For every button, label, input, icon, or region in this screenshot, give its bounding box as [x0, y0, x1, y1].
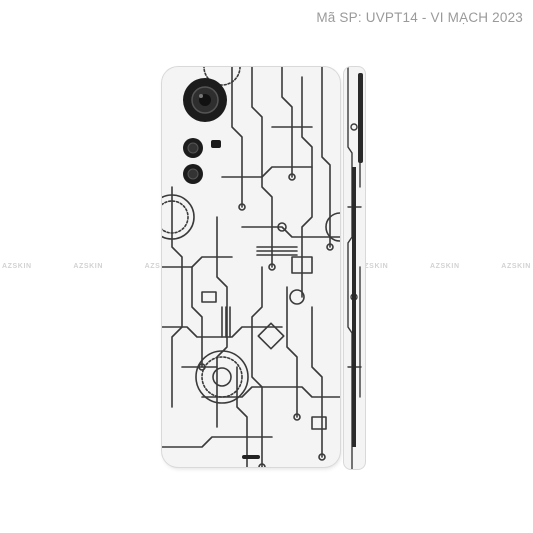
flash-icon: [211, 140, 221, 148]
product-code-label: Mã SP: UVPT14 - VI MẠCH 2023: [316, 10, 523, 25]
watermark-text: AZSKIN: [501, 262, 531, 270]
camera-lens-icon: [183, 138, 203, 158]
watermark-text: AZSKIN: [429, 262, 460, 270]
side-frame: [352, 167, 356, 447]
side-circuit-pattern: [347, 67, 363, 469]
circuit-pattern: [162, 67, 340, 467]
bottom-port: [242, 455, 260, 459]
phone-back-skin: [162, 67, 340, 467]
phone-side-skin: [344, 67, 365, 469]
watermark-text: AZSKIN: [73, 262, 103, 270]
camera-lens-icon: [183, 78, 227, 122]
side-button: [358, 73, 363, 163]
camera-lens-icon: [183, 164, 203, 184]
watermark-text: AZSKIN: [2, 262, 32, 270]
camera-module: [179, 78, 227, 190]
